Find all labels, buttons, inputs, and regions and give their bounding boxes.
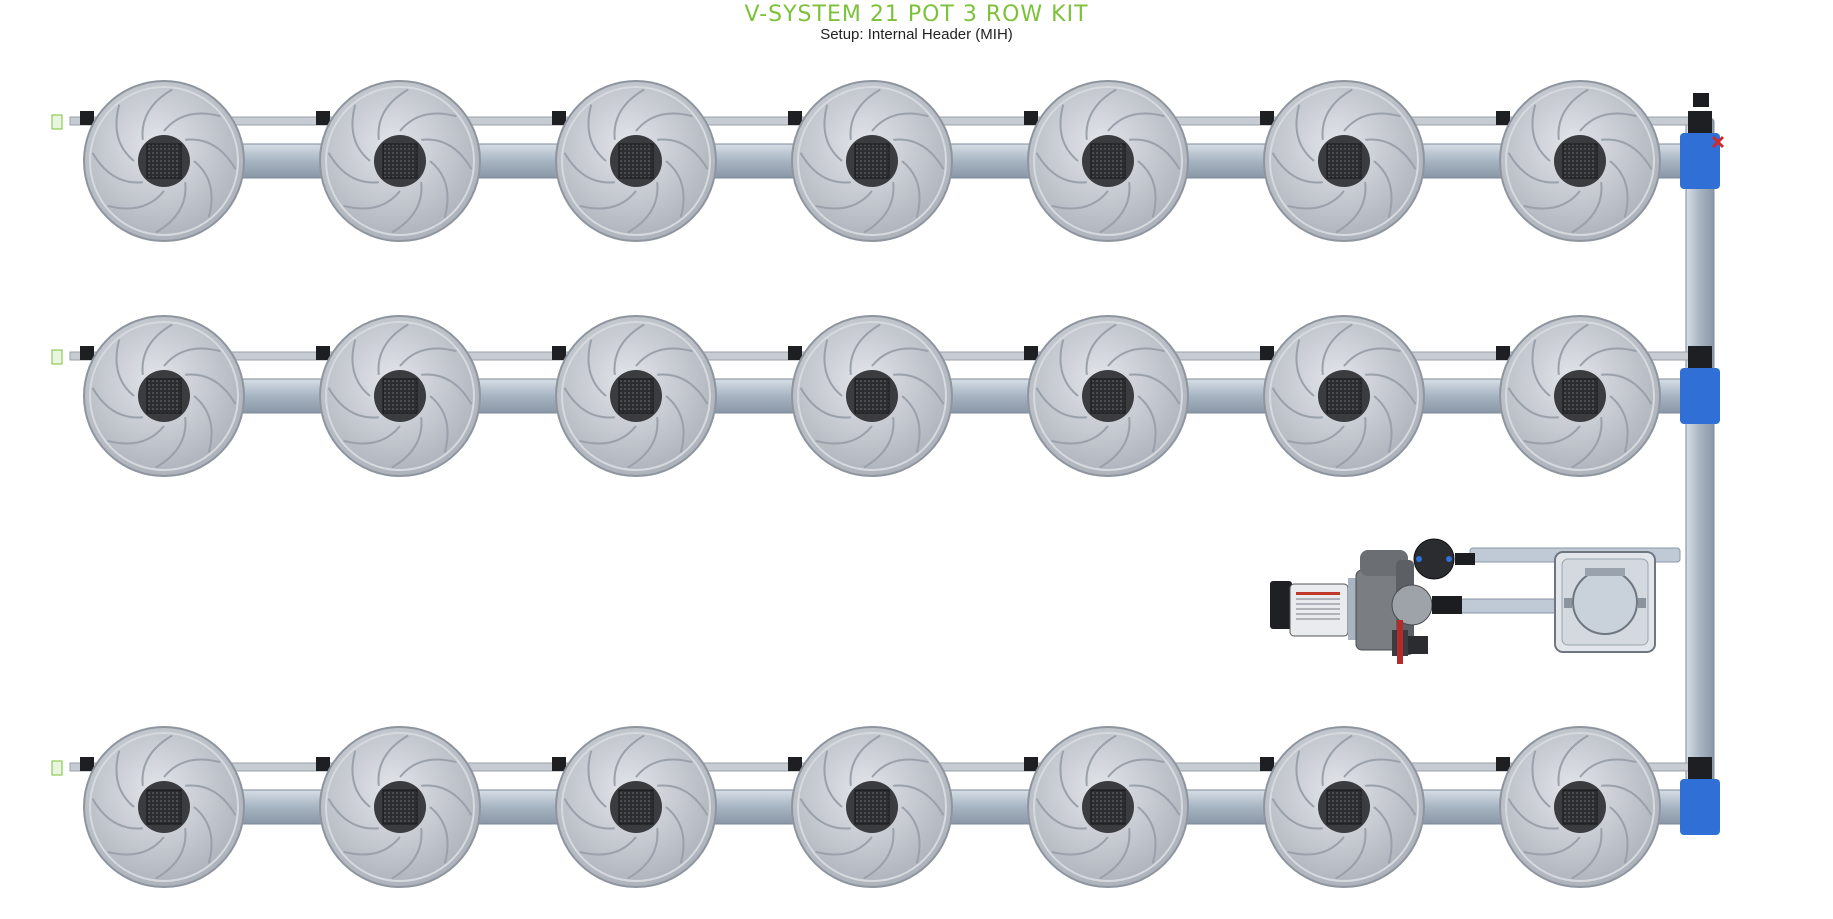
page-subtitle: Setup: Internal Header (MIH) (820, 26, 1013, 43)
valve-icon (1392, 620, 1428, 664)
pot-icon (80, 315, 245, 477)
header-tee-fitting (1688, 346, 1712, 368)
pot-icon (316, 315, 481, 477)
pot-icon (788, 726, 953, 888)
header-bottom-elbow (1680, 790, 1720, 820)
header-top-valve-icon (1693, 93, 1725, 149)
header-tee-fitting (1688, 111, 1712, 133)
pot-icon (316, 80, 481, 242)
reservoir-icon (1554, 551, 1656, 653)
pot-icon (80, 80, 245, 242)
pot-icon (1260, 80, 1425, 242)
pot-icon (552, 80, 717, 242)
pot-icon (1496, 726, 1661, 888)
pot-icon (788, 315, 953, 477)
equipment-layer (1270, 93, 1725, 664)
pot-icon (1260, 726, 1425, 888)
header-elbow (1680, 133, 1720, 189)
pot-icon (788, 80, 953, 242)
pot-icon (552, 315, 717, 477)
pot-icon (1024, 726, 1189, 888)
pump-label-lines (1296, 592, 1340, 620)
pot-layer (80, 80, 1661, 888)
drain-end-cap-icon (51, 349, 63, 365)
pot-icon (1496, 315, 1661, 477)
pot-icon (1024, 80, 1189, 242)
pot-icon (316, 726, 481, 888)
drain-end-cap-icon (51, 114, 63, 130)
pot-icon (1024, 315, 1189, 477)
drain-end-cap-icon (51, 760, 63, 776)
pot-icon (1260, 315, 1425, 477)
page-title: V-SYSTEM 21 POT 3 ROW KIT (744, 2, 1089, 27)
pot-icon (80, 726, 245, 888)
header-tee-fitting (1688, 757, 1712, 779)
header-elbow (1680, 368, 1720, 424)
pump-icon (1270, 569, 1409, 651)
pot-icon (1496, 80, 1661, 242)
pot-icon (552, 726, 717, 888)
header-pipe (1685, 117, 1715, 819)
